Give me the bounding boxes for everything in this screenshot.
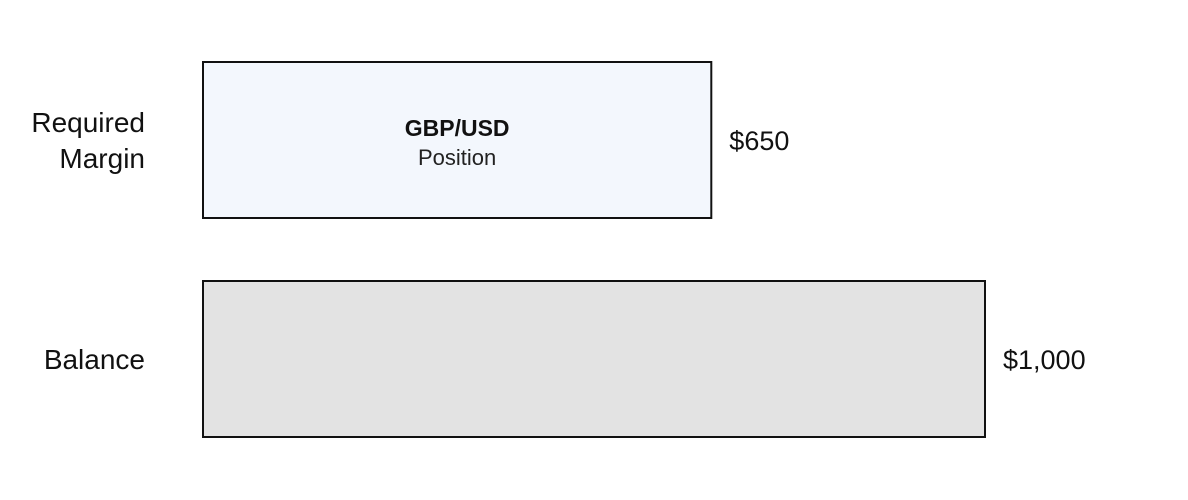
bar-title-required-margin: GBP/USD — [405, 115, 510, 141]
bar-subtitle-required-margin: Position — [418, 145, 496, 170]
value-label-required-margin: $650 — [729, 126, 789, 156]
bar-required-margin — [202, 61, 713, 219]
value-label-balance: $1,000 — [1003, 345, 1086, 375]
category-label-balance: Balance — [44, 344, 145, 375]
bar-balance — [202, 280, 986, 438]
